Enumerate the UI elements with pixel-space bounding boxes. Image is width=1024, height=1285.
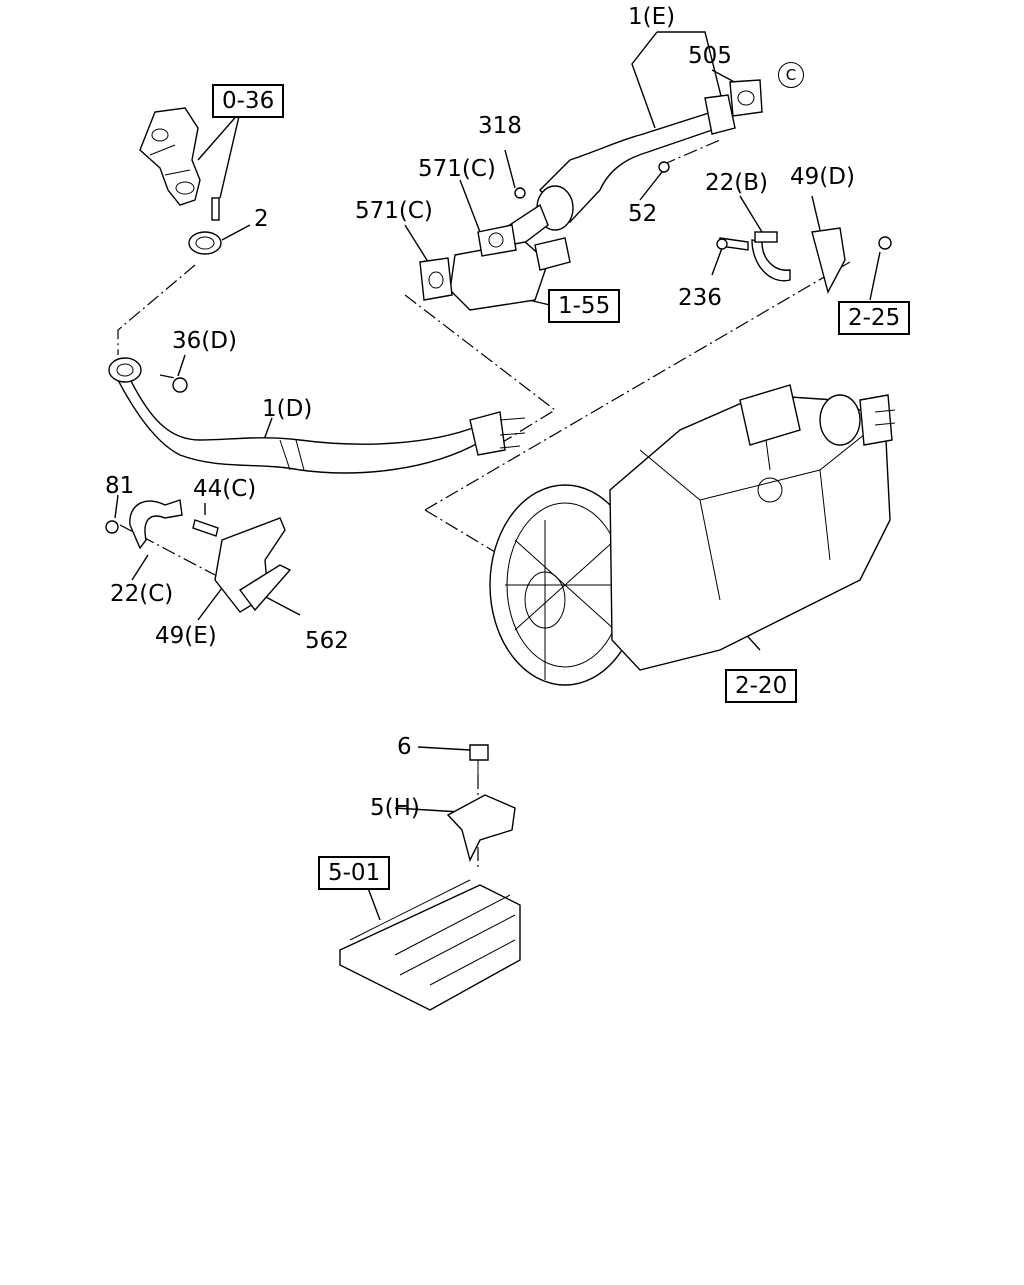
reference-box-0-36[interactable]: 0-36 xyxy=(212,84,285,118)
callout-562: 562 xyxy=(305,628,349,654)
reference-box-5-01[interactable]: 5-01 xyxy=(318,856,391,890)
leader-lines xyxy=(114,31,881,921)
callout-571c-upper: 571(C) xyxy=(418,156,496,182)
callout-36d: 36(D) xyxy=(172,328,237,354)
callout-49d: 49(D) xyxy=(790,164,855,190)
reference-box-2-25[interactable]: 2-25 xyxy=(838,301,911,335)
callout-c-circle: C xyxy=(778,62,804,88)
callout-2: 2 xyxy=(254,206,269,232)
front-pipe-drawing xyxy=(108,357,526,474)
callout-5h: 5(H) xyxy=(370,795,420,821)
frame-bracket-drawing xyxy=(339,744,521,1011)
callout-22b: 22(B) xyxy=(705,170,768,196)
callout-6: 6 xyxy=(397,734,412,760)
exhaust-manifold-drawing xyxy=(139,107,220,221)
callout-318: 318 xyxy=(478,113,522,139)
callout-236: 236 xyxy=(678,285,722,311)
callout-505: 505 xyxy=(688,43,732,69)
callout-1e: 1(E) xyxy=(628,4,676,30)
nut-drawing xyxy=(172,377,188,393)
reference-box-1-55[interactable]: 1-55 xyxy=(548,289,621,323)
exhaust-pipe-converter-drawing xyxy=(504,79,763,252)
callout-22c: 22(C) xyxy=(110,581,174,607)
gasket-ring-drawing xyxy=(188,231,222,255)
callout-49e: 49(E) xyxy=(155,623,217,649)
callout-81: 81 xyxy=(105,473,135,499)
alignment-lines xyxy=(117,139,851,870)
clamp-bracket-drawing xyxy=(716,227,892,294)
callout-52: 52 xyxy=(628,201,658,227)
transmission-drawing xyxy=(489,384,896,686)
callout-571c-lower: 571(C) xyxy=(355,198,433,224)
callout-44c: 44(C) xyxy=(193,476,257,502)
exhaust-brake-drawing xyxy=(419,224,571,311)
bracket-assembly-drawing xyxy=(105,499,292,613)
reference-box-2-20[interactable]: 2-20 xyxy=(725,669,798,703)
callout-1d: 1(D) xyxy=(262,396,313,422)
